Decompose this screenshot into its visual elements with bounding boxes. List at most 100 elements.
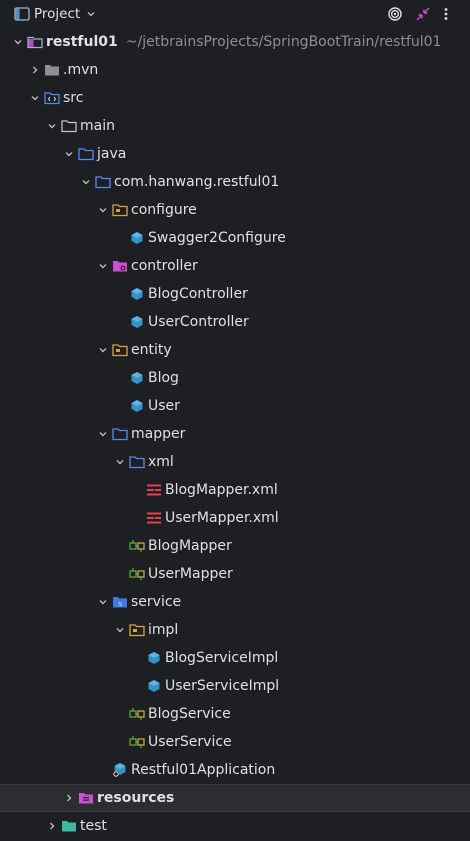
chevron-down-icon[interactable] bbox=[10, 34, 26, 50]
tree-spacer bbox=[112, 734, 128, 750]
chevron-down-icon[interactable] bbox=[78, 174, 94, 190]
tree-spacer bbox=[129, 678, 145, 694]
tree-node-mapper[interactable]: mapper bbox=[0, 420, 470, 448]
chevron-down-icon[interactable] bbox=[112, 454, 128, 470]
tree-spacer bbox=[95, 762, 111, 778]
tree-node-swagger2configure[interactable]: Swagger2Configure bbox=[0, 224, 470, 252]
chevron-down-icon[interactable] bbox=[95, 426, 111, 442]
options-menu-icon[interactable] bbox=[444, 7, 448, 21]
tree-node-usermapper-xml[interactable]: UserMapper.xml bbox=[0, 504, 470, 532]
tree-node-label: UserServiceImpl bbox=[165, 678, 280, 694]
tree-node-label: UserController bbox=[148, 314, 249, 330]
tree-node-label: UserMapper bbox=[148, 566, 233, 582]
tree-node-label: .mvn bbox=[63, 62, 99, 78]
tree-spacer bbox=[112, 230, 128, 246]
chevron-right-icon[interactable] bbox=[44, 818, 60, 834]
tree-node-usermapper[interactable]: UserMapper bbox=[0, 560, 470, 588]
chevron-down-icon[interactable] bbox=[27, 90, 43, 106]
chevron-down-icon[interactable] bbox=[112, 622, 128, 638]
folder-blue-icon bbox=[112, 426, 128, 442]
controller-folder-icon bbox=[112, 258, 128, 274]
tree-node-resources[interactable]: resources bbox=[0, 784, 470, 812]
tree-node-label: configure bbox=[131, 202, 197, 218]
tree-node-java[interactable]: java bbox=[0, 140, 470, 168]
xml-file-icon bbox=[146, 482, 162, 498]
chevron-down-icon[interactable] bbox=[95, 258, 111, 274]
tree-node-blogmapper-xml[interactable]: BlogMapper.xml bbox=[0, 476, 470, 504]
tree-node-restful01[interactable]: restful01 ~/jetbrainsProjects/SpringBootT… bbox=[0, 28, 470, 56]
tree-node-blogmapper[interactable]: BlogMapper bbox=[0, 532, 470, 560]
project-path: ~/jetbrainsProjects/SpringBootTrain/rest… bbox=[125, 34, 442, 50]
tree-node-label: entity bbox=[131, 342, 172, 358]
tree-node-usercontroller[interactable]: UserController bbox=[0, 308, 470, 336]
tree-spacer bbox=[112, 314, 128, 330]
tree-node-label: Restful01Application bbox=[131, 762, 276, 778]
class-icon bbox=[129, 398, 145, 414]
tree-node-user[interactable]: User bbox=[0, 392, 470, 420]
tree-node-label: User bbox=[148, 398, 180, 414]
class-icon bbox=[129, 286, 145, 302]
folder-yellow-icon bbox=[112, 202, 128, 218]
tree-spacer bbox=[112, 286, 128, 302]
mapper-interface-icon bbox=[129, 734, 145, 750]
tree-spacer bbox=[112, 706, 128, 722]
chevron-down-icon[interactable] bbox=[95, 594, 111, 610]
tree-node-label: src bbox=[63, 90, 84, 106]
tree-node-main[interactable]: main bbox=[0, 112, 470, 140]
tree-node-userserviceimpl[interactable]: UserServiceImpl bbox=[0, 672, 470, 700]
tree-node-xml[interactable]: xml bbox=[0, 448, 470, 476]
tree-node-label: BlogMapper bbox=[148, 538, 232, 554]
tree-node-com-hanwang-restful01[interactable]: com.hanwang.restful01 bbox=[0, 168, 470, 196]
tree-node-label: UserMapper.xml bbox=[165, 510, 279, 526]
tree-node-label: Blog bbox=[148, 370, 179, 386]
mapper-interface-icon bbox=[129, 566, 145, 582]
class-icon bbox=[129, 314, 145, 330]
class-icon bbox=[129, 230, 145, 246]
tree-node-label: BlogMapper.xml bbox=[165, 482, 278, 498]
chevron-down-icon[interactable] bbox=[86, 9, 96, 19]
tree-node-impl[interactable]: impl bbox=[0, 616, 470, 644]
tree-node-src[interactable]: src bbox=[0, 84, 470, 112]
select-opened-file-icon[interactable] bbox=[388, 7, 402, 21]
chevron-right-icon[interactable] bbox=[27, 62, 43, 78]
tree-node-blogservice[interactable]: BlogService bbox=[0, 700, 470, 728]
chevron-down-icon[interactable] bbox=[95, 202, 111, 218]
tree-node-mvn[interactable]: .mvn bbox=[0, 56, 470, 84]
tree-node-blog[interactable]: Blog bbox=[0, 364, 470, 392]
tree-node-blogcontroller[interactable]: BlogController bbox=[0, 280, 470, 308]
tree-node-label: restful01 bbox=[46, 34, 118, 50]
test-folder-icon bbox=[61, 818, 77, 834]
tree-node-userservice[interactable]: UserService bbox=[0, 728, 470, 756]
folder-blue-icon bbox=[129, 454, 145, 470]
tree-spacer bbox=[112, 538, 128, 554]
tree-node-configure[interactable]: configure bbox=[0, 196, 470, 224]
package-folder-icon bbox=[95, 174, 111, 190]
tree-node-test[interactable]: test bbox=[0, 812, 470, 840]
tree-node-restful01application[interactable]: Restful01Application bbox=[0, 756, 470, 784]
tree-spacer bbox=[112, 398, 128, 414]
tree-node-label: xml bbox=[148, 454, 174, 470]
project-view-icon bbox=[14, 7, 30, 21]
chevron-down-icon[interactable] bbox=[95, 342, 111, 358]
tree-spacer bbox=[129, 510, 145, 526]
chevron-down-icon[interactable] bbox=[61, 146, 77, 162]
tree-spacer bbox=[129, 650, 145, 666]
tree-node-label: mapper bbox=[131, 426, 186, 442]
tree-node-controller[interactable]: controller bbox=[0, 252, 470, 280]
folder-outline-icon bbox=[61, 118, 77, 134]
project-view-title[interactable]: Project bbox=[34, 6, 81, 22]
class-icon bbox=[146, 678, 162, 694]
class-icon bbox=[146, 650, 162, 666]
project-tool-window-header: Project bbox=[0, 0, 470, 28]
tree-node-label: BlogService bbox=[148, 706, 231, 722]
collapse-all-icon[interactable] bbox=[416, 7, 430, 21]
tree-node-blogserviceimpl[interactable]: BlogServiceImpl bbox=[0, 644, 470, 672]
tree-node-label: UserService bbox=[148, 734, 232, 750]
svg-text:s: s bbox=[119, 600, 123, 608]
chevron-down-icon[interactable] bbox=[44, 118, 60, 134]
tree-node-entity[interactable]: entity bbox=[0, 336, 470, 364]
folder-yellow-icon bbox=[129, 622, 145, 638]
chevron-right-icon[interactable] bbox=[61, 790, 77, 806]
xml-file-icon bbox=[146, 510, 162, 526]
